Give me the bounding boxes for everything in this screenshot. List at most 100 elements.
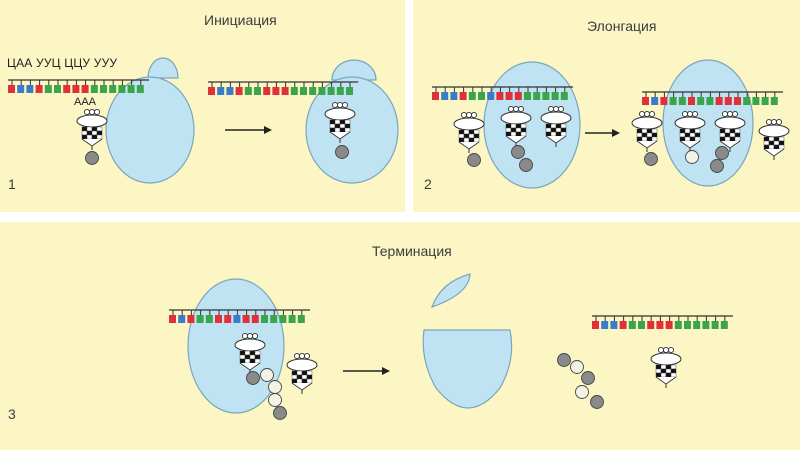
nucleotide <box>337 87 344 95</box>
trna-stem-cell <box>511 124 516 128</box>
trna-stem-cell <box>464 134 469 138</box>
trna-stem-cell <box>561 132 566 136</box>
amino-acid-p-site <box>512 146 525 159</box>
trna-stem-cell <box>345 128 350 132</box>
nucleotide <box>236 87 243 95</box>
trna-stem-cell <box>97 131 102 135</box>
anticodon-base <box>548 106 553 111</box>
nucleotide <box>469 92 476 100</box>
trna-stem-cell <box>469 138 474 142</box>
nucleotide <box>245 87 252 95</box>
trna-stem-cell <box>506 132 511 136</box>
trna-stem-cell <box>250 355 255 359</box>
trna-loop <box>325 108 355 120</box>
trna-loop <box>501 112 531 124</box>
nucleotide <box>187 315 194 323</box>
trna-stem-cell <box>685 133 690 137</box>
trna-stem-cell <box>340 128 345 132</box>
trna-stem-cell <box>730 137 735 141</box>
nucleotide <box>217 87 224 95</box>
nucleotide <box>346 87 353 95</box>
trna-stem-cell <box>690 133 695 137</box>
trna-stem-cell <box>516 124 521 128</box>
trna-stem-cell <box>642 129 647 133</box>
trna-stem-cell <box>730 129 735 133</box>
trna-stem-cell <box>506 128 511 132</box>
anticodon-base <box>727 111 732 116</box>
nucleotide <box>432 92 439 100</box>
trna-loop <box>715 117 745 129</box>
anticodon-base <box>342 102 347 107</box>
small-subunit <box>148 58 178 78</box>
anticodon-base <box>771 119 776 124</box>
trna-stem-cell <box>474 130 479 134</box>
exiting-trna <box>632 111 662 152</box>
nucleotide <box>137 85 144 93</box>
nucleotide <box>752 97 759 105</box>
trna-acceptor <box>764 149 784 156</box>
trna-stem-cell <box>92 135 97 139</box>
released-large-subunit <box>423 330 511 408</box>
nucleotide <box>684 321 691 329</box>
anticodon-base <box>337 102 342 107</box>
trna-loop <box>287 359 317 371</box>
nucleotide <box>309 87 316 95</box>
trna-stem-cell <box>521 124 526 128</box>
nucleotide <box>651 97 658 105</box>
trna-stem-cell <box>330 120 335 124</box>
nucleotide <box>289 315 296 323</box>
trna-stem-cell <box>774 137 779 141</box>
anticodon-base <box>242 333 247 338</box>
trna-stem-cell <box>652 129 657 133</box>
nucleotide <box>206 315 213 323</box>
trna-stem-cell <box>82 135 87 139</box>
nucleotide <box>679 97 686 105</box>
nucleotide <box>734 97 741 105</box>
trna-stem-cell <box>779 137 784 141</box>
nucleotide <box>675 321 682 329</box>
trna-stem-cell <box>690 137 695 141</box>
anticodon-base <box>553 106 558 111</box>
amino-acid-chain-2 <box>711 160 724 173</box>
trna-stem-cell <box>87 127 92 131</box>
trna-stem-cell <box>764 137 769 141</box>
trna-stem-cell <box>345 124 350 128</box>
trna-stem-cell <box>307 379 312 383</box>
trna-acceptor <box>459 142 479 149</box>
anticodon-base <box>649 111 654 116</box>
trna-stem-cell <box>245 359 250 363</box>
anticodon-base <box>766 119 771 124</box>
nucleotide <box>72 85 79 93</box>
trna-loop <box>632 117 662 129</box>
amino-acid-p-site-2 <box>520 159 533 172</box>
trna-stem-cell <box>642 137 647 141</box>
trna-stem-cell <box>250 351 255 355</box>
nucleotide <box>100 85 107 93</box>
nucleotide <box>263 87 270 95</box>
trna-stem-cell <box>459 130 464 134</box>
nucleotide <box>291 87 298 95</box>
nucleotide <box>725 97 732 105</box>
trna-stem-cell <box>87 131 92 135</box>
nucleotide <box>254 87 261 95</box>
trna-stem-cell <box>511 132 516 136</box>
anticodon-base <box>644 111 649 116</box>
anticodon-base <box>461 112 466 117</box>
nucleotide <box>208 87 215 95</box>
trna-stem-cell <box>695 137 700 141</box>
nucleotide <box>26 85 33 93</box>
trna-loop <box>759 125 789 137</box>
trna-stem-cell <box>680 129 685 133</box>
nucleotide <box>233 315 240 323</box>
trna-stem-cell <box>556 132 561 136</box>
trna-stem-cell <box>720 133 725 137</box>
arrow-termination <box>343 367 390 375</box>
trna-stem-cell <box>680 137 685 141</box>
trna-stem-cell <box>680 133 685 137</box>
trna-stem-cell <box>474 138 479 142</box>
nucleotide <box>716 97 723 105</box>
arrow-head <box>264 126 272 134</box>
trna-stem-cell <box>302 375 307 379</box>
trna-loop <box>541 112 571 124</box>
trna-acceptor <box>82 139 102 146</box>
